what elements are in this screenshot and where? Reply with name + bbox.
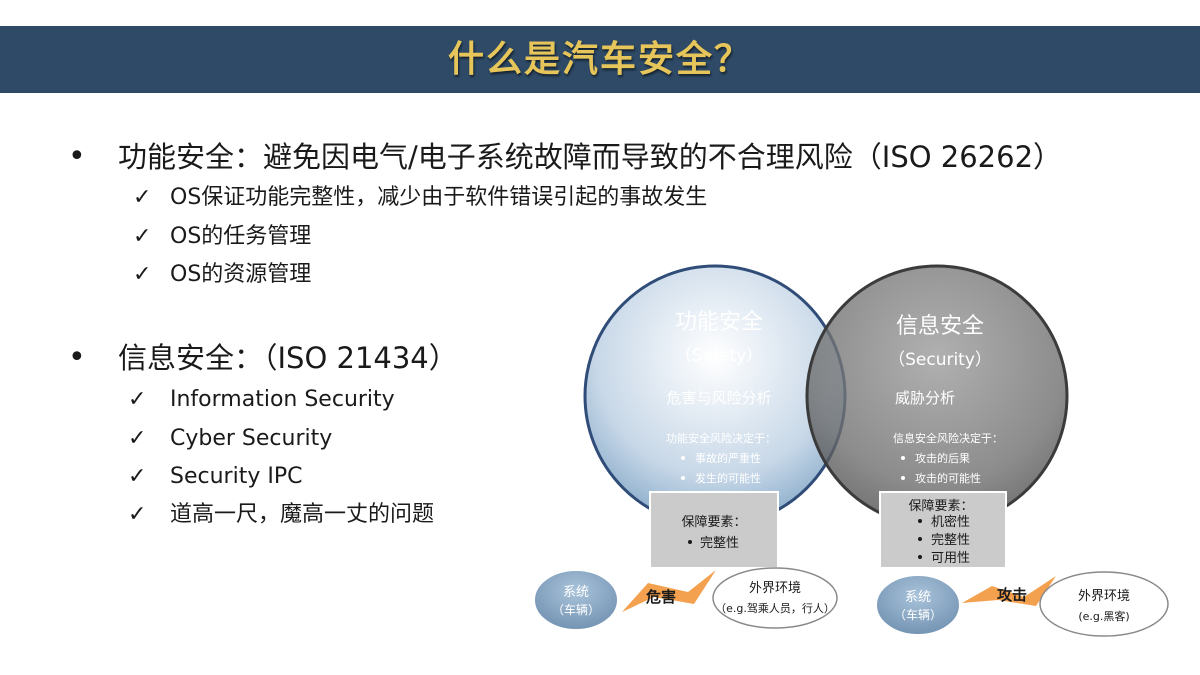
check-icon: ✓ bbox=[128, 426, 147, 451]
security-box-item: 完整性 bbox=[931, 533, 970, 548]
list-item: Cyber Security bbox=[170, 426, 333, 451]
safety-env-sublabel: （e.g.驾乘人员，行人） bbox=[715, 602, 835, 615]
title-bar bbox=[0, 26, 1200, 93]
security-system-oval bbox=[875, 574, 961, 636]
check-icon: ✓ bbox=[128, 464, 147, 489]
security-box-title: 保障要素： bbox=[908, 499, 973, 514]
security-system-label: 系统 bbox=[905, 590, 931, 605]
security-subtitle: （Security） bbox=[888, 350, 992, 370]
security-system-sublabel: （车辆） bbox=[894, 607, 942, 622]
check-icon: ✓ bbox=[128, 502, 147, 527]
slide-title: 什么是汽车安全？ bbox=[447, 38, 752, 80]
security-decides: 信息安全风险决定于： bbox=[893, 431, 1003, 445]
list-item: 道高一尺，魔高一丈的问题 bbox=[170, 502, 435, 527]
safety-box-title: 保障要素： bbox=[681, 515, 746, 530]
safety-assurance-box bbox=[649, 491, 779, 569]
check-icon: ✓ bbox=[133, 224, 152, 249]
security-env-sublabel: (e.g.黑客) bbox=[1078, 609, 1129, 623]
bullet-dot bbox=[681, 456, 685, 460]
safety-title: 功能安全 bbox=[675, 310, 763, 335]
attack-label: 攻击 bbox=[997, 586, 1027, 604]
bullet-dot bbox=[918, 519, 922, 523]
bullet-dot: • bbox=[68, 340, 86, 375]
bullet-dot bbox=[918, 537, 922, 541]
security-analysis: 威胁分析 bbox=[895, 389, 955, 407]
security-env-label: 外界环境 bbox=[1078, 589, 1130, 604]
safety-system-label: 系统 bbox=[563, 585, 589, 600]
safety-env-label: 外界环境 bbox=[749, 581, 801, 596]
list-item: OS的资源管理 bbox=[170, 262, 312, 287]
security-environment-oval bbox=[1039, 571, 1169, 637]
security-factor: 攻击的可能性 bbox=[915, 471, 981, 485]
check-icon: ✓ bbox=[133, 262, 152, 287]
check-icon: ✓ bbox=[128, 387, 147, 412]
list-item: OS的任务管理 bbox=[170, 224, 312, 249]
safety-system-oval bbox=[533, 569, 619, 631]
safety-system-sublabel: （车辆） bbox=[552, 602, 600, 617]
check-icon: ✓ bbox=[133, 185, 152, 210]
safety-factor: 事故的严重性 bbox=[695, 451, 761, 465]
safety-factor: 发生的可能性 bbox=[695, 471, 761, 485]
bullet-dot: • bbox=[68, 139, 86, 174]
list-item: Security IPC bbox=[170, 464, 303, 489]
list-item: OS保证功能完整性，减少由于软件错误引起的事故发生 bbox=[170, 185, 708, 210]
safety-box-item: 完整性 bbox=[700, 536, 739, 551]
hazard-label: 危害 bbox=[646, 588, 676, 606]
bullet-dot bbox=[901, 476, 905, 480]
safety-environment-oval bbox=[712, 567, 838, 629]
attack-bolt-arrow bbox=[962, 576, 1056, 606]
security-assurance-box bbox=[879, 491, 1007, 569]
security-box-item: 机密性 bbox=[931, 514, 970, 530]
safety-analysis: 危害与风险分析 bbox=[666, 389, 771, 407]
bullet-dot bbox=[918, 555, 922, 559]
bullet-dot bbox=[688, 540, 692, 544]
safety-decides: 功能安全风险决定于： bbox=[666, 431, 776, 445]
hazard-bolt-arrow bbox=[622, 570, 716, 612]
list-item: Information Security bbox=[170, 387, 395, 412]
bullet-dot bbox=[901, 456, 905, 460]
security-factor: 攻击的后果 bbox=[915, 451, 970, 465]
security-title: 信息安全 bbox=[896, 314, 984, 339]
bullet-dot bbox=[681, 476, 685, 480]
security-box-item: 可用性 bbox=[931, 551, 970, 566]
section-heading-cyber-security: 信息安全：（ISO 21434） bbox=[118, 341, 458, 375]
section-heading-functional-safety: 功能安全：避免因电气/电子系统故障而导致的不合理风险（ISO 26262） bbox=[118, 140, 1063, 174]
safety-subtitle: （Safety） bbox=[675, 346, 763, 366]
